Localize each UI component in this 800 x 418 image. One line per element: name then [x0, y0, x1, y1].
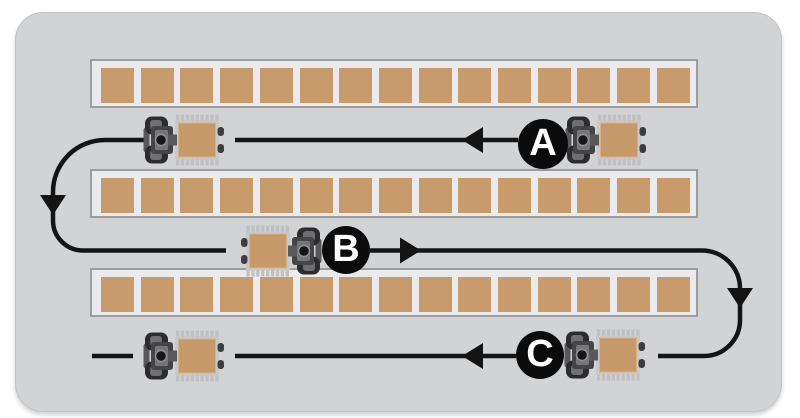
storage-rack-row-3 — [90, 268, 698, 317]
pallet-slot — [577, 277, 611, 312]
pallet-slot — [498, 277, 532, 312]
pallet-slot — [101, 68, 134, 103]
pallet-slot — [418, 68, 452, 103]
route-label-c: C — [516, 331, 564, 379]
pallet-slot — [458, 277, 492, 312]
pallet-slot — [537, 277, 571, 312]
pallet-slot — [220, 68, 254, 103]
forklift-pallet-truck-icon — [143, 114, 224, 166]
pallet-slot — [259, 277, 293, 312]
pallet-slot — [617, 178, 651, 213]
pallet-slot — [299, 68, 333, 103]
route-segment — [50, 137, 226, 253]
route-label-b: B — [322, 226, 370, 274]
pallet-slot — [656, 178, 690, 213]
pallet-slot — [140, 277, 174, 312]
pallet-slot — [378, 178, 412, 213]
forklift-pallet-truck-icon — [143, 330, 224, 382]
pallet-slot — [339, 277, 373, 312]
pallet-slot — [140, 68, 174, 103]
pallet-slot — [339, 178, 373, 213]
route-arrowhead-left — [462, 127, 483, 153]
pallet-slot — [656, 68, 690, 103]
route-arrowhead-down — [727, 288, 753, 308]
pallet-slot — [180, 277, 214, 312]
storage-rack-row-2 — [90, 169, 698, 218]
pallet-slot — [498, 178, 532, 213]
pallet-slot — [140, 178, 174, 213]
pallet-slot — [577, 178, 611, 213]
pallet-slot — [180, 178, 214, 213]
pallet-slot — [299, 178, 333, 213]
route-label-a: A — [518, 119, 568, 169]
pallet-slot — [458, 178, 492, 213]
pallet-slot — [339, 68, 373, 103]
route-label-b-letter: B — [332, 228, 360, 270]
route-arrowhead-down — [40, 195, 66, 215]
forklift-pallet-truck-icon — [564, 329, 645, 381]
pallet-slot — [180, 68, 214, 103]
pallet-slot — [101, 277, 134, 312]
pallet-slot — [418, 277, 452, 312]
pallet-slot — [418, 178, 452, 213]
route-arrowhead-right — [400, 237, 421, 264]
forklift-pallet-truck-icon — [565, 114, 646, 166]
pallet-slot — [259, 68, 293, 103]
pallet-slot — [378, 68, 412, 103]
route-arrowhead-left — [462, 343, 483, 369]
pallet-slot — [259, 178, 293, 213]
pallet-slot — [577, 68, 611, 103]
route-label-c-letter: C — [526, 333, 554, 375]
pallet-slot — [101, 178, 134, 213]
pallet-slot — [537, 178, 571, 213]
pallet-slot — [617, 277, 651, 312]
pallet-slot — [299, 277, 333, 312]
pallet-slot — [458, 68, 492, 103]
storage-rack-row-1 — [90, 59, 698, 108]
pallet-slot — [537, 68, 571, 103]
pallet-slot — [498, 68, 532, 103]
route-label-a-letter: A — [529, 122, 557, 164]
pallet-slot — [617, 68, 651, 103]
forklift-pallet-truck-icon — [241, 225, 322, 277]
pallet-slot — [220, 178, 254, 213]
pallet-slot — [378, 277, 412, 312]
pallet-slot — [656, 277, 690, 312]
pallet-slot — [220, 277, 254, 312]
